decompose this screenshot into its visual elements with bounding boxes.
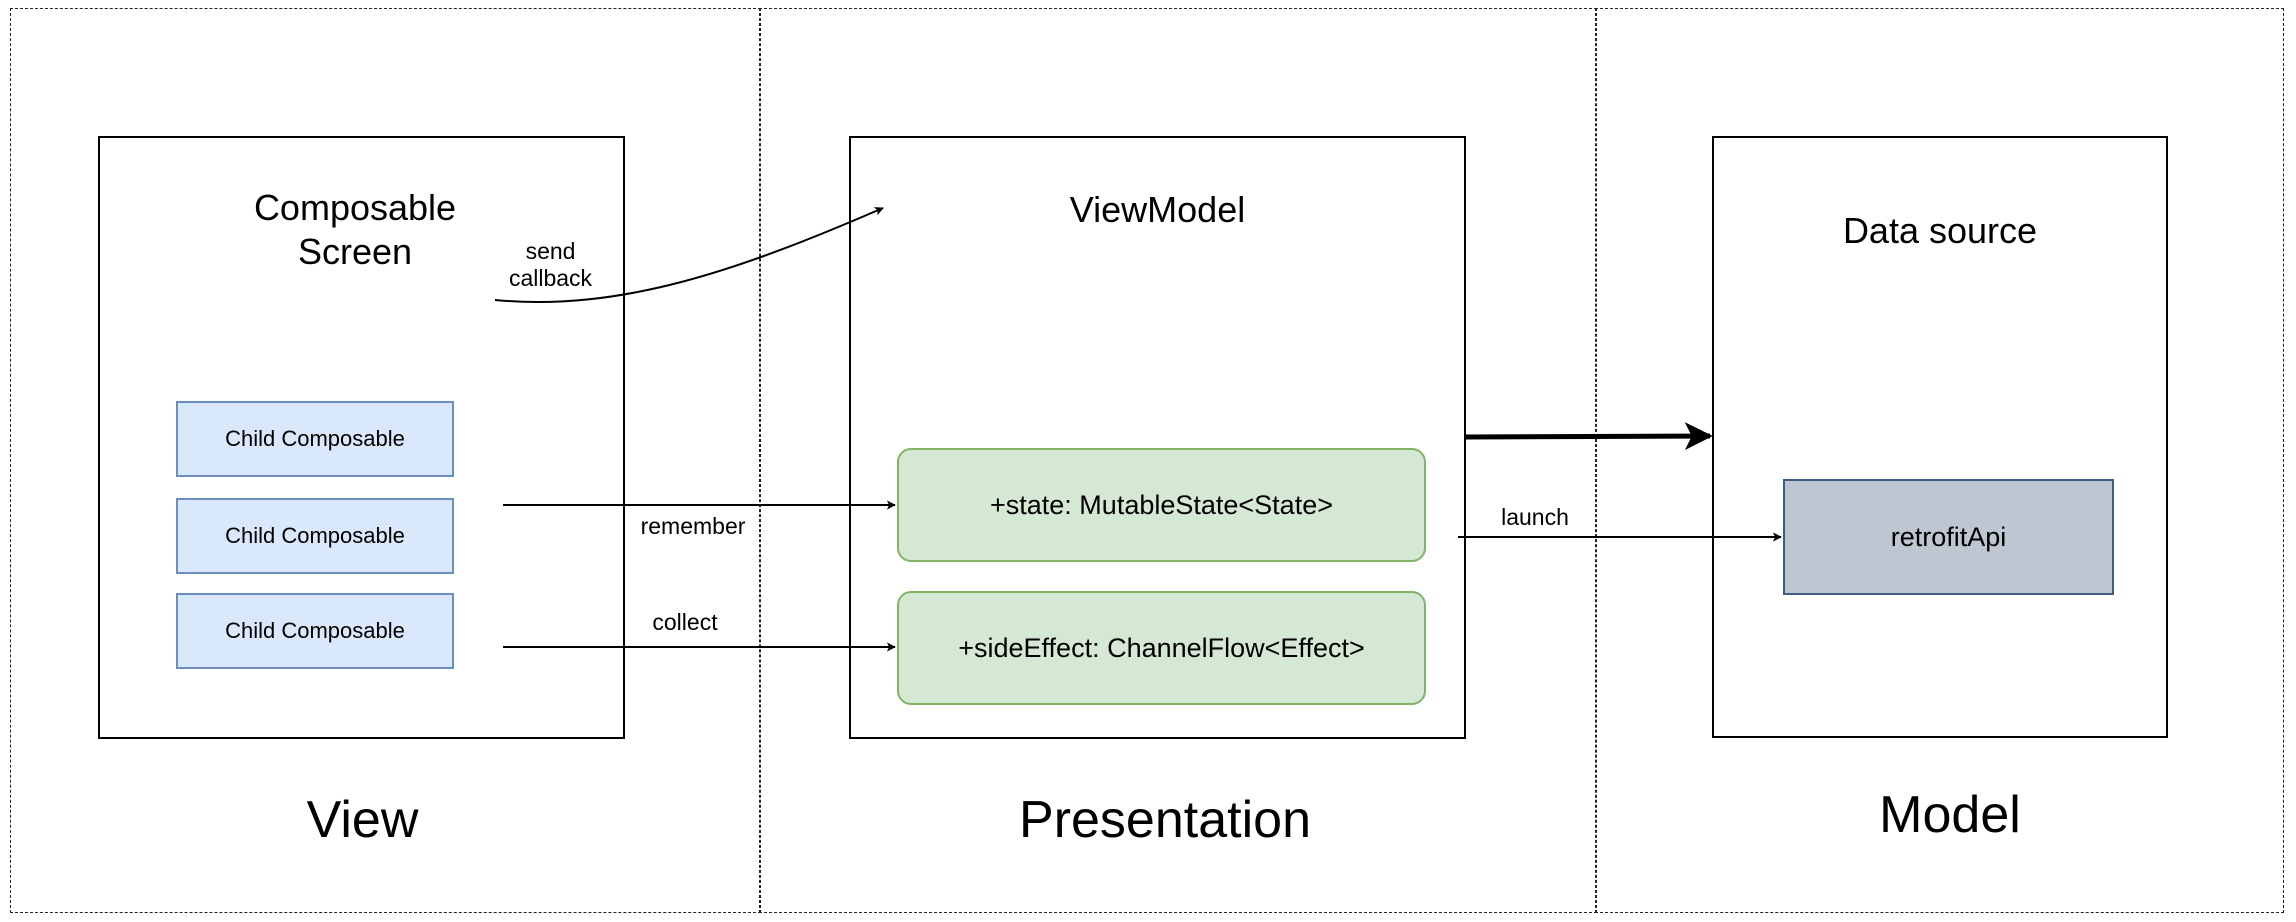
viewmodel-title: ViewModel [1069,189,1246,230]
child-composable-3: Child Composable [176,593,454,669]
view-zone [10,8,761,913]
view-zone-label: View [306,791,419,849]
state-node: +state: MutableState<State> [897,448,1426,562]
send-callback-edge [494,207,884,303]
child-composable-1: Child Composable [176,401,454,477]
model-zone-label: Model [1879,786,2021,844]
side-effect-node: +sideEffect: ChannelFlow<Effect> [897,591,1426,705]
remember-label: remember [640,513,746,539]
child-composable-2: Child Composable [176,498,454,574]
data-source-title: Data source [1842,210,2038,251]
presentation-zone-label: Presentation [1019,791,1311,849]
launch-label: launch [1501,504,1569,530]
send-callback-label: send callback [508,238,593,291]
data-source-box [1712,136,2168,738]
retrofit-api-node: retrofitApi [1783,479,2114,595]
presentation-zone [759,8,1597,913]
viewmodel-to-datasource-edge [1465,422,1713,451]
collect-label: collect [652,609,718,635]
composable-screen-title: Composable Screen [253,187,457,272]
model-zone [1595,8,2284,913]
